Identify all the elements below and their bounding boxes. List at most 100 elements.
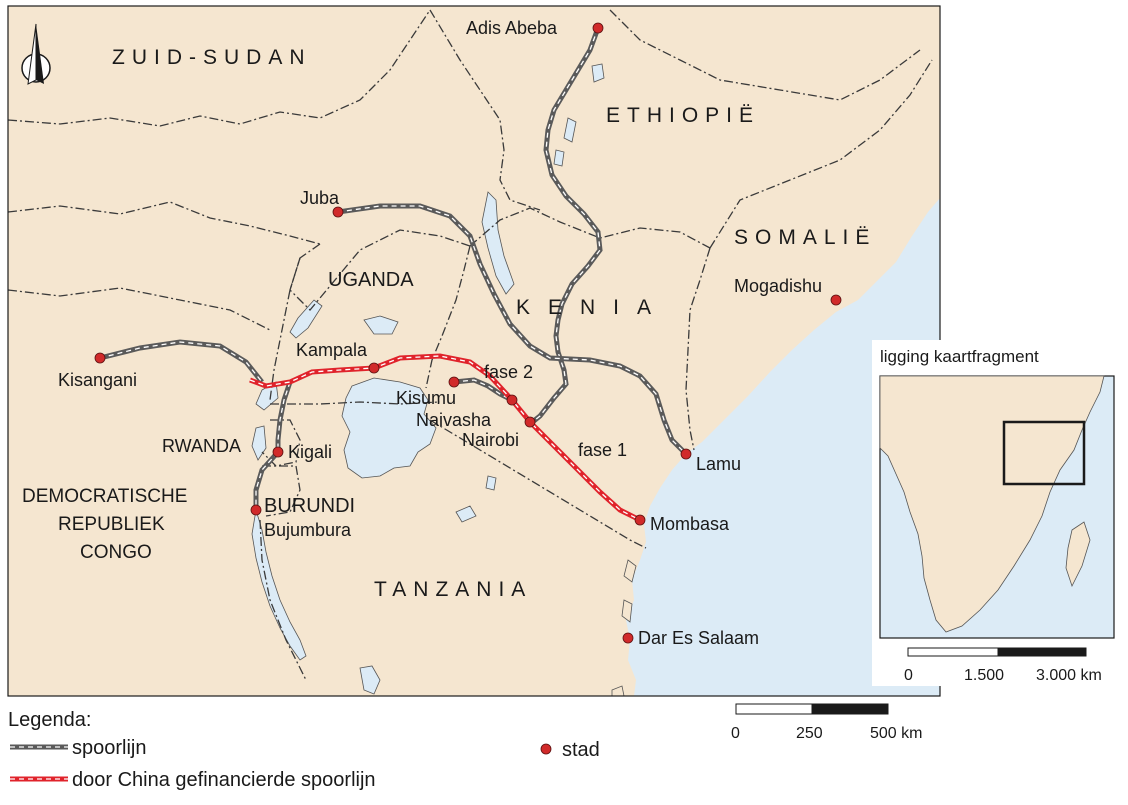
inset-scale-white (907, 647, 999, 657)
island-zanzibar (621, 599, 633, 623)
scale-0: 0 (731, 725, 740, 742)
legend: Legenda: spoorlijn door China gefinancie… (8, 709, 600, 791)
legend-city-dot (540, 743, 552, 755)
label-burundi: BURUNDI (264, 495, 355, 517)
label-zuid-sudan: ZUID-SUDAN (112, 46, 312, 69)
border-rwanda (261, 419, 301, 467)
inset-scale-1500: 1.500 (964, 667, 1004, 684)
railways (99, 27, 688, 510)
lake-albert (289, 299, 323, 339)
label-adis-abeba: Adis Abeba (466, 18, 558, 38)
label-somalie: SOMALIË (734, 226, 876, 249)
label-uganda: UGANDA (328, 269, 414, 291)
lake-natron (485, 475, 497, 491)
label-drc-line3: CONGO (80, 542, 152, 563)
border-ethiopia-east (609, 9, 921, 101)
legend-title: Legenda: (8, 709, 91, 731)
label-ethiopie: ETHIOPIË (606, 104, 760, 127)
label-drc-line2: REPUBLIEK (58, 514, 165, 535)
border-ethiopia-somalia (709, 59, 933, 249)
inset-scale-3000: 3.000 km (1036, 667, 1102, 684)
scale-bar-white (735, 703, 813, 715)
border-burundi (262, 465, 301, 517)
legend-china-railway-label: door China gefinancierde spoorlijn (72, 769, 376, 791)
scale-bar: 0 250 500 km (731, 703, 922, 742)
china-railways (249, 353, 642, 523)
label-rwanda: RWANDA (162, 436, 241, 456)
legend-city-label: stad (562, 739, 600, 761)
scale-250: 250 (796, 725, 823, 742)
border-uganda-drc (269, 257, 301, 401)
dot-lamu (680, 448, 692, 460)
dot-bujumbura (250, 504, 262, 516)
main-map: ZUID-SUDAN ETHIOPIË SOMALIË UGANDA KENIA… (7, 5, 941, 697)
railway-kigali-bujumbura-dash (255, 381, 291, 510)
inset-title: ligging kaartfragment (880, 347, 1039, 366)
border-ethiopia-kenya (469, 207, 711, 249)
label-fase-1: fase 1 (578, 440, 627, 460)
borders (7, 9, 933, 681)
dot-kisumu (448, 376, 460, 388)
inset-madagascar (1065, 521, 1091, 588)
railway-kisangani-dash (99, 341, 263, 383)
dot-kigali (272, 446, 284, 458)
border-uganda-kenya (425, 245, 471, 389)
lake-turkana (481, 191, 515, 295)
label-kigali: Kigali (288, 442, 332, 462)
lake-tanganyika (251, 509, 307, 661)
lake-chamo (553, 149, 565, 167)
lake-tana (591, 63, 605, 83)
inset-scale-0: 0 (904, 667, 913, 684)
city-labels: Adis Abeba Juba Mogadishu Kisangani Kamp… (58, 18, 822, 648)
border-drc-tanzania (259, 519, 307, 681)
railway-juba-lamu-dash (337, 205, 687, 455)
inset-locator-box (1002, 420, 1086, 486)
dot-mombasa (634, 514, 646, 526)
scale-500: 500 km (870, 725, 922, 742)
label-lamu: Lamu (696, 454, 741, 474)
label-kisangani: Kisangani (58, 370, 137, 390)
inset-scale-black (997, 647, 1087, 657)
lake-abaya (563, 117, 577, 143)
label-fase-2: fase 2 (484, 362, 533, 382)
lake-kivu (251, 425, 267, 461)
lake-eyasi (455, 505, 477, 523)
country-labels: ZUID-SUDAN ETHIOPIË SOMALIË UGANDA KENIA… (22, 46, 876, 601)
label-kampala: Kampala (296, 340, 368, 360)
china-railway-line-dash (249, 355, 641, 521)
inset-map: ligging kaartfragment 0 1.500 3.000 km (872, 340, 1120, 686)
label-kenia: KENIA (516, 296, 669, 319)
dot-adis-abeba (592, 22, 604, 34)
dot-nairobi (524, 416, 536, 428)
label-bujumbura: Bujumbura (264, 520, 352, 540)
label-mogadishu: Mogadishu (734, 276, 822, 296)
border-uganda-tanzania (270, 401, 441, 405)
railway-addis-nairobi-dash (529, 27, 601, 425)
label-drc-line1: DEMOCRATISCHE (22, 486, 187, 507)
dot-juba (332, 206, 344, 218)
label-kisumu: Kisumu (396, 388, 456, 408)
dot-mogadishu (830, 294, 842, 306)
dot-dar-es-salaam (622, 632, 634, 644)
border-sudan (7, 9, 431, 127)
dot-naivasha (506, 394, 518, 406)
label-naivasha: Naivasha (416, 410, 492, 430)
label-mombasa: Mombasa (650, 514, 730, 534)
lake-kyoga (363, 315, 399, 335)
label-juba: Juba (300, 188, 340, 208)
legend-railway-label: spoorlijn (72, 737, 146, 759)
city-dots (94, 22, 842, 644)
border-drc-east (7, 287, 271, 331)
label-nairobi: Nairobi (462, 430, 519, 450)
border-ss-ethiopia (429, 9, 541, 211)
label-dar-es-salaam: Dar Es Salaam (638, 628, 759, 648)
land-mass (8, 6, 940, 696)
scale-bar-black (811, 703, 889, 715)
dot-kampala (368, 362, 380, 374)
north-arrow-icon (21, 23, 51, 85)
lake-rukwa (359, 665, 381, 695)
railway-kisumu-dash (453, 379, 513, 401)
island-pemba (623, 559, 637, 583)
